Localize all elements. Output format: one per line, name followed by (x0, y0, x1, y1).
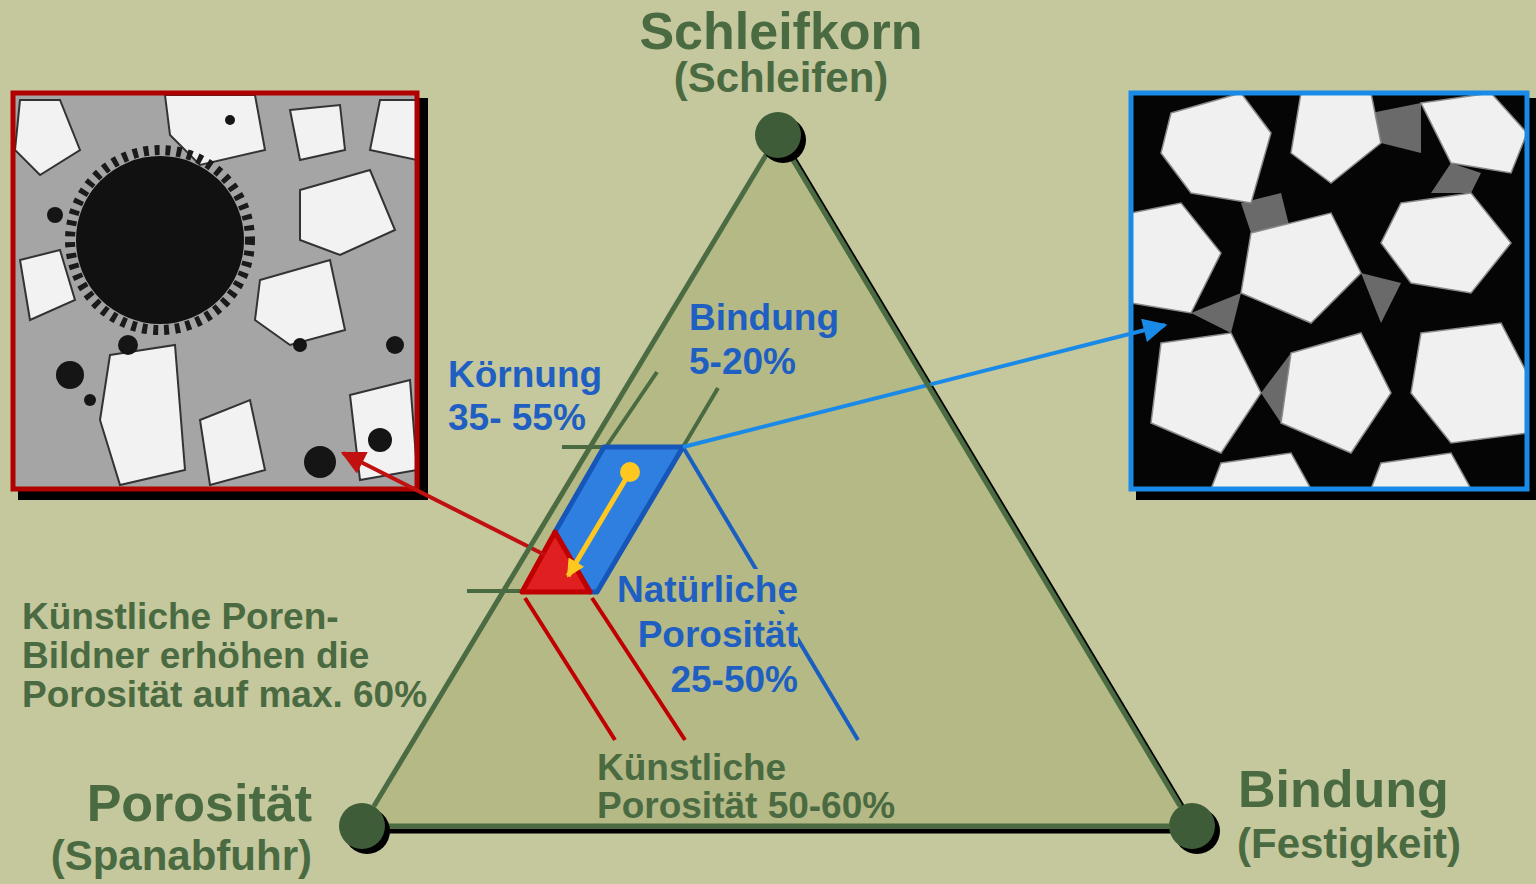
micrograph-left (304, 446, 336, 478)
region-label: Natürliche Porosität 25-50% (617, 569, 798, 700)
micrograph-right (1381, 193, 1511, 293)
micrograph-right (1291, 93, 1381, 183)
micrograph-left (15, 95, 417, 485)
micrograph-right (1131, 203, 1221, 313)
triangle-shadow (367, 829, 1197, 834)
micrograph-left (13, 93, 417, 489)
micrograph-left (13, 93, 428, 500)
label-box: Körnung 35- 55% (448, 353, 618, 439)
micrograph-left (56, 361, 84, 389)
micrograph-right (1131, 93, 1527, 489)
vertex-dot: Bindung(Festigkeit) (1169, 803, 1215, 849)
label-box: Künstliche Porosität 50-60% (597, 749, 902, 825)
micrograph-left (368, 428, 392, 452)
micrograph-right (1241, 213, 1361, 323)
micrograph-left (200, 400, 265, 485)
micrograph-left (70, 150, 250, 330)
shift-arrow (620, 462, 640, 482)
triangle-fill (362, 135, 1192, 826)
micrograph-right (1131, 93, 1527, 489)
vertex-subtitle: (Festigkeit) (1237, 821, 1461, 867)
vertex-title: Bindung (1238, 760, 1449, 818)
micrograph-left (13, 93, 417, 489)
micrograph-right (1361, 273, 1401, 323)
micrograph-left (255, 260, 345, 345)
micrograph-right (1281, 333, 1391, 453)
micrograph-left (118, 335, 138, 355)
micrograph-left (370, 100, 417, 160)
micrograph-left (13, 93, 417, 489)
region-label: Körnung 35- 55% (448, 354, 602, 438)
micrograph-left (225, 115, 235, 125)
micrograph-left (100, 345, 185, 485)
micrograph-left (15, 100, 80, 175)
micrograph-left (293, 338, 307, 352)
triangle-side (790, 155, 1180, 807)
micrograph-left (300, 170, 395, 255)
micrograph-right (1371, 453, 1471, 489)
vertex-dot: Schleifkorn(Schleifen) (755, 112, 801, 158)
micrograph-left (84, 394, 96, 406)
micrograph-right (1131, 93, 1527, 489)
micrograph-left (76, 156, 244, 324)
micrograph-left (20, 250, 75, 320)
label-box: Bindung 5-20% (689, 296, 854, 384)
vertex-title: Schleifkorn (639, 2, 922, 60)
micrograph-right (1411, 323, 1527, 443)
micrograph-left (47, 115, 404, 478)
micrograph-left (350, 380, 417, 480)
porosity-lines (525, 598, 615, 740)
grain-lines (467, 589, 522, 593)
vertex-dot: Porosität(Spanabfuhr) (339, 803, 385, 849)
vertex-subtitle: (Schleifen) (674, 55, 889, 101)
micrograph-left (386, 336, 404, 354)
triangle-side (374, 155, 766, 807)
micrograph-right (1161, 93, 1271, 203)
region-label: Künstliche Porosität 50-60% (597, 747, 895, 826)
label-box: Natürliche Porosität 25-50% (596, 567, 798, 702)
micrograph-right (1131, 93, 1536, 500)
vertex-title: Porosität (87, 774, 312, 832)
shift-arrow (568, 462, 640, 576)
micrograph-right (1131, 93, 1527, 489)
shift-arrow (568, 472, 630, 576)
micrograph-left (47, 207, 63, 223)
micrograph-right (1151, 333, 1261, 453)
label-box: Künstliche Poren-Bildner erhöhen die Por… (22, 597, 438, 714)
micrograph-left (290, 105, 345, 160)
pointer-arrow (343, 453, 545, 555)
region-label: Künstliche Poren-Bildner erhöhen die Por… (22, 596, 427, 715)
micrograph-right (1211, 453, 1311, 489)
micrograph-right (1421, 93, 1527, 173)
micrograph-right (1131, 93, 1527, 489)
region-label: Bindung 5-20% (689, 297, 839, 382)
grain-lines (562, 445, 604, 449)
vertex-subtitle: (Spanabfuhr) (51, 833, 312, 879)
